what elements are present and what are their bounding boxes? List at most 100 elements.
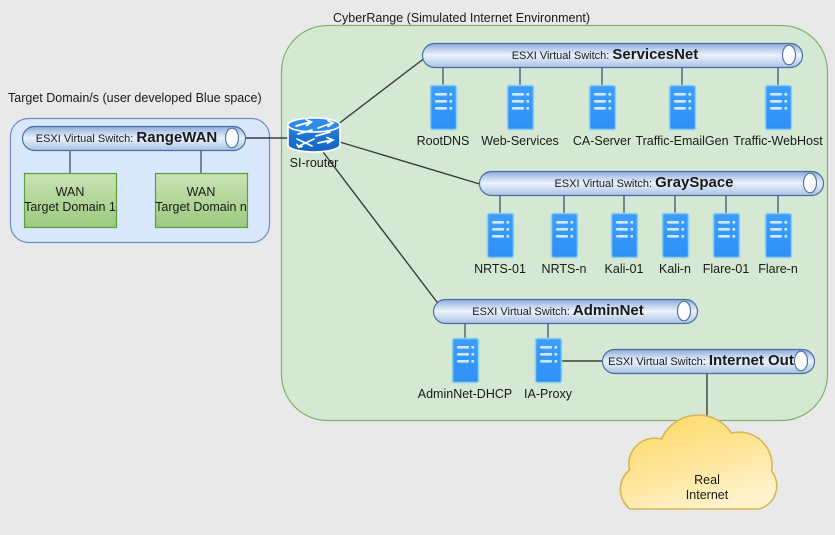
server-traffic-emailgen[interactable]: [668, 84, 697, 131]
server-kali-n[interactable]: [661, 212, 690, 259]
server-traffic-webhost[interactable]: [764, 84, 793, 131]
server-bar: [435, 107, 447, 110]
cloud-shape: [619, 414, 778, 510]
switch-rangewan[interactable]: [21, 125, 247, 152]
wan-label-line2-wan-target-domain-1: Target Domain 1: [24, 200, 116, 214]
server-dot: [732, 235, 736, 238]
cloud-label-line2: Internet: [685, 488, 729, 502]
server-label-traffic-webhost: Traffic-WebHost: [733, 134, 823, 148]
switch-label-servicesnet: ESXI Virtual Switch: ServicesNet: [512, 46, 699, 64]
server-dot: [526, 93, 530, 96]
server-bar: [457, 360, 469, 363]
switch-grayspace[interactable]: [478, 170, 825, 197]
switch-internetout[interactable]: [601, 348, 816, 375]
server-bar: [594, 107, 606, 110]
zone-title-cyberrange: CyberRange (Simulated Internet Environme…: [333, 11, 591, 25]
switch-name-grayspace: GraySpace: [655, 174, 734, 191]
wan-label-line2-wan-target-domain-n: Target Domain n: [155, 200, 247, 214]
switch-open-end: [676, 300, 692, 322]
link-si-router-to-adminnet: [322, 151, 441, 307]
server-shapes: [429, 84, 793, 384]
wan-box-shapes: [23, 172, 249, 229]
server-label-rootdns: RootDNS: [416, 134, 470, 148]
server-dot: [449, 93, 453, 96]
router-arrow: [326, 136, 335, 144]
zone-title-target-domains: Target Domain/s (user developed Blue spa…: [8, 91, 262, 105]
server-flare-n[interactable]: [764, 212, 793, 259]
server-bar: [435, 100, 447, 103]
server-dot: [681, 228, 685, 231]
server-bar: [770, 228, 782, 231]
server-bar: [674, 93, 686, 96]
switch-shapes: [21, 42, 825, 375]
server-bar: [556, 235, 568, 238]
switch-name-adminnet: AdminNet: [572, 302, 644, 319]
server-ia-proxy[interactable]: [534, 337, 563, 384]
server-label-web-services: Web-Services: [481, 134, 559, 148]
server-bar: [674, 107, 686, 110]
server-bar: [512, 93, 524, 96]
server-bar: [492, 221, 504, 224]
server-dot: [554, 360, 558, 363]
switch-label-rangewan: ESXI Virtual Switch: RangeWAN: [36, 129, 218, 147]
server-label-ca-server: CA-Server: [572, 134, 632, 148]
server-dot: [784, 100, 788, 103]
server-dot: [681, 221, 685, 224]
wan-label-line1-wan-target-domain-n: WAN: [186, 185, 216, 199]
server-dot: [608, 100, 612, 103]
router-arrow: [315, 131, 331, 137]
server-dot: [732, 221, 736, 224]
server-dot: [526, 107, 530, 110]
link-si-router-to-grayspace: [332, 139, 484, 186]
server-dot: [554, 353, 558, 356]
server-dot: [449, 100, 453, 103]
server-bar: [667, 228, 679, 231]
server-dot: [554, 346, 558, 349]
server-dot: [784, 228, 788, 231]
server-label-traffic-emailgen: Traffic-EmailGen: [635, 134, 729, 148]
server-label-adminnet-dhcp: AdminNet-DHCP: [417, 387, 513, 401]
wan-box-wan-target-domain-1[interactable]: [23, 172, 118, 229]
router-arrow: [295, 121, 311, 127]
server-ca-server[interactable]: [588, 84, 617, 131]
wan-box-wan-target-domain-n[interactable]: [154, 172, 249, 229]
server-dot: [471, 360, 475, 363]
server-nrts-01[interactable]: [486, 212, 515, 259]
server-bar: [616, 228, 628, 231]
server-dot: [526, 100, 530, 103]
connection-lines: [69, 56, 779, 449]
server-bar: [667, 235, 679, 238]
server-bar: [770, 235, 782, 238]
cloud-label-line1: Real: [694, 473, 720, 487]
server-label-nrts-n: NRTS-n: [541, 262, 587, 276]
switch-prefix-grayspace: ESXI Virtual Switch:: [554, 178, 656, 190]
server-label-flare-n: Flare-n: [758, 262, 798, 276]
server-adminnet-dhcp[interactable]: [451, 337, 480, 384]
switch-label-internetout: ESXI Virtual Switch: Internet Out: [608, 352, 794, 370]
server-dot: [681, 235, 685, 238]
server-web-services[interactable]: [506, 84, 535, 131]
server-flare-01[interactable]: [712, 212, 741, 259]
server-dot: [688, 100, 692, 103]
server-dot: [506, 228, 510, 231]
server-bar: [616, 221, 628, 224]
server-dot: [732, 228, 736, 231]
router-shape: [287, 117, 341, 153]
server-nrts-n[interactable]: [550, 212, 579, 259]
server-kali-01[interactable]: [610, 212, 639, 259]
server-bar: [770, 100, 782, 103]
router-si-router[interactable]: [287, 117, 341, 153]
server-bar: [512, 100, 524, 103]
wan-label-line1-wan-target-domain-1: WAN: [55, 185, 85, 199]
server-bar: [540, 353, 552, 356]
server-dot: [630, 228, 634, 231]
server-label-kali-n: Kali-n: [659, 262, 691, 276]
switch-servicesnet[interactable]: [421, 42, 804, 69]
server-dot: [784, 107, 788, 110]
router-arrow: [298, 138, 315, 147]
switch-name-rangewan: RangeWAN: [136, 129, 218, 146]
switch-adminnet[interactable]: [432, 298, 699, 325]
server-rootdns[interactable]: [429, 84, 458, 131]
